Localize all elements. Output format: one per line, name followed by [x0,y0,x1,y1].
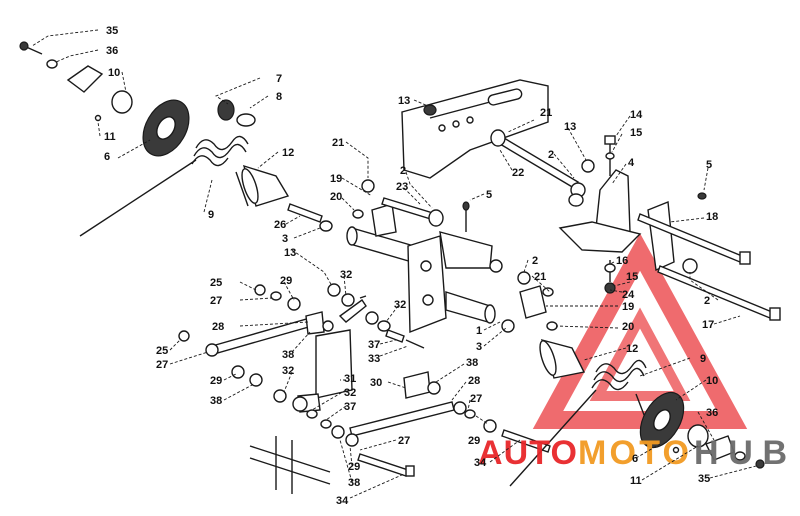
callout-23: 23 [396,181,408,193]
callout-22: 22 [512,167,524,179]
callout-25: 25 [156,345,168,357]
mounting-plate [401,79,549,179]
callout-8: 8 [276,91,282,103]
callout-34: 34 [336,495,349,507]
callout-27: 27 [470,393,482,405]
callout-2: 2 [400,165,406,177]
callout-34: 34 [474,457,487,469]
callout-30: 30 [370,377,382,389]
callout-29: 29 [348,461,360,473]
callout-5: 5 [706,159,712,171]
callout-27: 27 [156,359,168,371]
callout-27: 27 [210,295,222,307]
callout-38: 38 [282,349,294,361]
callout-21: 21 [332,137,344,149]
callout-38: 38 [210,395,222,407]
left-wheel-group [19,41,333,237]
callout-10: 10 [706,375,718,387]
callout-14: 14 [630,109,643,121]
callout-3: 3 [282,233,288,245]
callout-21: 21 [540,107,552,119]
callout-37: 37 [368,339,380,351]
callout-15: 15 [626,271,638,283]
callout-36: 36 [106,45,118,57]
callout-5: 5 [486,189,492,201]
callout-38: 38 [348,477,360,489]
callout-6: 6 [104,151,110,163]
callout-1: 1 [476,325,482,337]
leader-lines [31,29,757,499]
callout-3: 3 [476,341,482,353]
callout-7: 7 [276,73,282,85]
callout-10: 10 [108,67,120,79]
callout-21: 21 [534,271,546,283]
callout-16: 16 [616,255,628,267]
callout-12: 12 [282,147,294,159]
cross-shaft-assembly [327,104,586,334]
callout-9: 9 [208,209,214,221]
callout-13: 13 [284,247,296,259]
callout-20: 20 [330,191,342,203]
callout-20: 20 [622,321,634,333]
callout-28: 28 [212,321,224,333]
watermark-text: AUTO MOTO HUB [478,434,788,472]
callout-12: 12 [626,343,638,355]
callout-6: 6 [632,453,638,465]
callout-25: 25 [210,277,222,289]
callout-29: 29 [210,375,222,387]
callout-32: 32 [344,387,356,399]
callout-28: 28 [468,375,480,387]
callout-29: 29 [468,435,480,447]
callout-26: 26 [274,219,286,231]
watermark-hub: HUB [694,434,788,472]
callout-18: 18 [706,211,718,223]
callout-11: 11 [630,475,642,487]
callout-labels: 35 36 10 11 6 7 8 9 12 26 3 21 19 20 2 2… [104,25,718,507]
callout-19: 19 [330,173,342,185]
callout-24: 24 [622,289,635,301]
callout-33: 33 [368,353,380,365]
watermark-triangle-icon [532,233,748,429]
callout-35: 35 [106,25,118,37]
callout-32: 32 [394,299,406,311]
callout-17: 17 [702,319,714,331]
watermark-auto: AUTO [478,434,578,472]
callout-13: 13 [564,121,576,133]
callout-32: 32 [282,365,294,377]
callout-31: 31 [344,373,356,385]
callout-2: 2 [532,255,538,267]
callout-32: 32 [340,269,352,281]
callout-37: 37 [344,401,356,413]
callout-27: 27 [398,435,410,447]
callout-11: 11 [104,131,116,143]
callout-13: 13 [398,95,410,107]
watermark-inner-triangle-icon [589,307,691,401]
right-wheel-group [509,338,765,487]
callout-38: 38 [466,357,478,369]
callout-19: 19 [622,301,634,313]
callout-4: 4 [628,157,635,169]
callout-35: 35 [698,473,710,485]
callout-36: 36 [706,407,718,419]
watermark-moto: MOTO [578,434,690,472]
right-bracket-group [558,135,781,321]
watermark-logo [532,233,748,429]
callout-9: 9 [700,353,706,365]
callout-2: 2 [704,295,710,307]
shock-linkage-group [178,284,551,494]
callout-29: 29 [280,275,292,287]
callout-15: 15 [630,127,642,139]
callout-2: 2 [548,149,554,161]
